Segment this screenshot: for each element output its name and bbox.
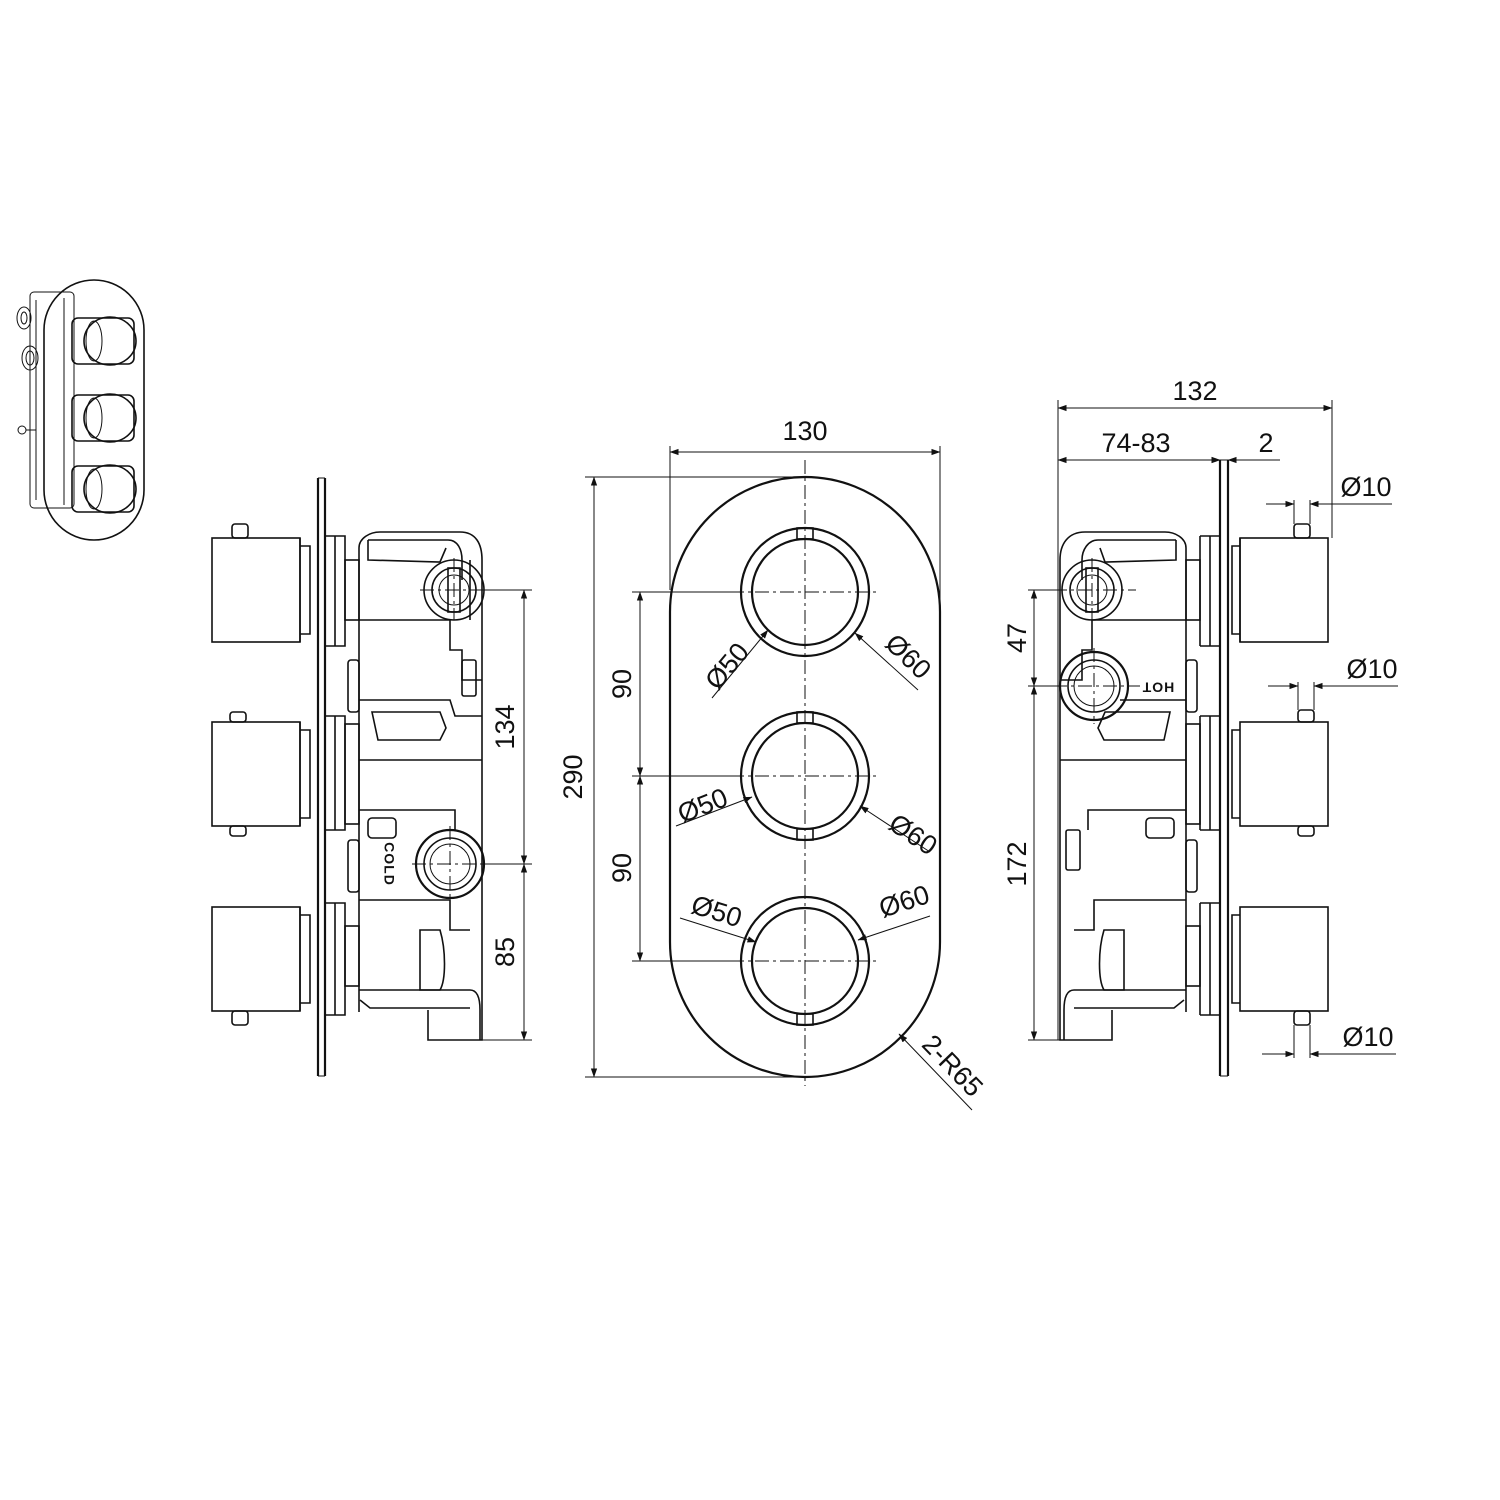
cold-label: COLD [381, 842, 397, 886]
dim-knob-inner-top: Ø50 [699, 637, 755, 695]
right-knob-bottom [1185, 902, 1329, 1026]
dim-pitch-bottom: 90 [607, 853, 637, 883]
dim-inlet-spacing: 134 [490, 704, 520, 749]
dim-knob-outer-top: Ø60 [879, 628, 937, 685]
dim-plate-thickness: 2 [1258, 428, 1273, 458]
dim-pin-bottom: Ø10 [1342, 1022, 1393, 1052]
right-side-view: HOT 132 74-83 2 47 172 Ø10 Ø10 [1002, 376, 1398, 1077]
dim-hot-offset: 47 [1002, 623, 1032, 653]
hot-label: HOT [1142, 679, 1175, 695]
dim-knob-outer-bottom: Ø60 [875, 879, 933, 923]
dim-knob-inner-bottom: Ø50 [688, 890, 746, 934]
product-thumbnail-icon [16, 279, 145, 541]
left-side-view: COLD 134 85 [211, 477, 532, 1077]
dim-knob-inner-middle: Ø50 [673, 782, 732, 829]
dim-hot-to-bottom: 172 [1002, 841, 1032, 886]
dim-pitch-top: 90 [607, 669, 637, 699]
dim-pin-top: Ø10 [1340, 472, 1391, 502]
left-knob-middle [211, 711, 360, 837]
right-knob-middle [1185, 709, 1329, 837]
dim-knob-outer-middle: Ø60 [883, 808, 942, 861]
dim-overall-width: 130 [782, 416, 827, 446]
dim-overall-depth: 132 [1172, 376, 1217, 406]
dim-overall-height: 290 [558, 754, 588, 799]
right-knob-top [1185, 523, 1329, 647]
left-knob-top [211, 523, 360, 647]
dim-end-radius: 2-R65 [916, 1029, 989, 1103]
front-view: 130 290 90 90 Ø50 Ø60 Ø50 Ø60 Ø50 Ø60 2-… [558, 416, 989, 1111]
dim-adjustable-depth: 74-83 [1101, 428, 1170, 458]
dim-pin-middle: Ø10 [1346, 654, 1397, 684]
left-knob-bottom [211, 902, 360, 1026]
dim-cold-to-bottom: 85 [490, 937, 520, 967]
